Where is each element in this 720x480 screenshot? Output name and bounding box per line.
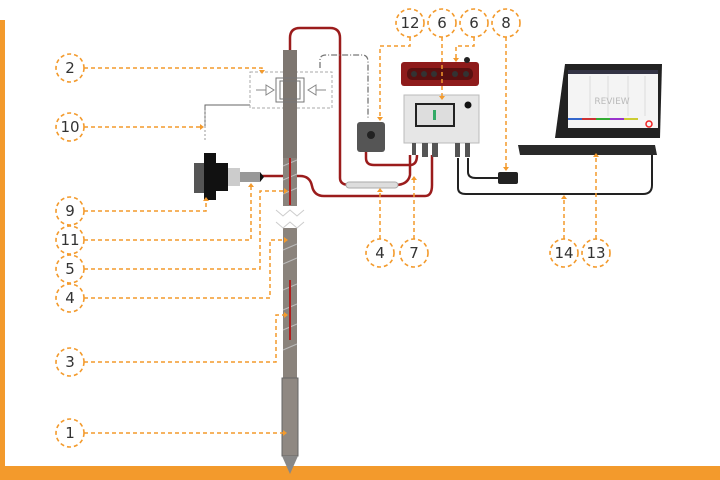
- callout-11: 11: [55, 225, 85, 255]
- frame-bottom-border: [0, 466, 720, 480]
- arrow-left-icon: [307, 84, 326, 96]
- callout-7: 7: [399, 238, 429, 268]
- callout-4-bottom: 4: [365, 238, 395, 268]
- callout-13: 13: [581, 238, 611, 268]
- callout-6-unit: 6: [427, 8, 457, 38]
- callout-10: 10: [55, 112, 85, 142]
- callout-12: 12: [395, 8, 425, 38]
- callout-4-left: 4: [55, 283, 85, 313]
- callout-1: 1: [55, 418, 85, 448]
- callout-9: 9: [55, 196, 85, 226]
- frame-left-border: [0, 20, 5, 480]
- sensor-cable-b: [394, 155, 412, 187]
- control-unit-6: [403, 94, 480, 157]
- svg-text:6: 6: [469, 14, 479, 32]
- callout-14: 14: [549, 238, 579, 268]
- svg-text:4: 4: [375, 244, 385, 262]
- svg-text:8: 8: [501, 14, 511, 32]
- pump-cable: [364, 140, 419, 167]
- svg-text:10: 10: [60, 118, 79, 136]
- callout-2: 2: [55, 53, 85, 83]
- arrow-right-icon: [256, 84, 275, 96]
- svg-text:4: 4: [65, 289, 75, 307]
- probe-cone: [281, 377, 299, 457]
- svg-text:6: 6: [437, 14, 447, 32]
- control-line: [204, 104, 250, 127]
- laptop-13: REVIEW: [518, 64, 662, 155]
- svg-text:9: 9: [65, 202, 75, 220]
- cable-connector-4: [345, 181, 399, 189]
- rod-break: [276, 206, 304, 228]
- svg-text:3: 3: [65, 353, 75, 371]
- svg-text:11: 11: [60, 231, 79, 249]
- svg-text:5: 5: [65, 260, 75, 278]
- svg-text:12: 12: [400, 14, 419, 32]
- hydraulic-line: [319, 54, 369, 118]
- pressure-cable: [288, 26, 390, 187]
- callout-5: 5: [55, 254, 85, 284]
- pressure-regulator: [194, 153, 264, 200]
- callout-3: 3: [55, 347, 85, 377]
- svg-text:1: 1: [65, 424, 75, 442]
- callout-6-logger: 6: [459, 8, 489, 38]
- probe-tip: [282, 456, 298, 474]
- svg-text:2: 2: [65, 59, 75, 77]
- probe-rod-upper: [283, 50, 297, 158]
- data-logger-6: [401, 57, 479, 86]
- svg-text:14: 14: [554, 244, 573, 262]
- power-cable: [467, 158, 498, 179]
- svg-text:7: 7: [409, 244, 419, 262]
- power-adapter-8: [498, 172, 518, 184]
- callout-8: 8: [491, 8, 521, 38]
- sensor-cable: [262, 155, 434, 198]
- svg-text:13: 13: [586, 244, 605, 262]
- usb-cable-14: [457, 150, 653, 195]
- screen-watermark: REVIEW: [594, 97, 629, 107]
